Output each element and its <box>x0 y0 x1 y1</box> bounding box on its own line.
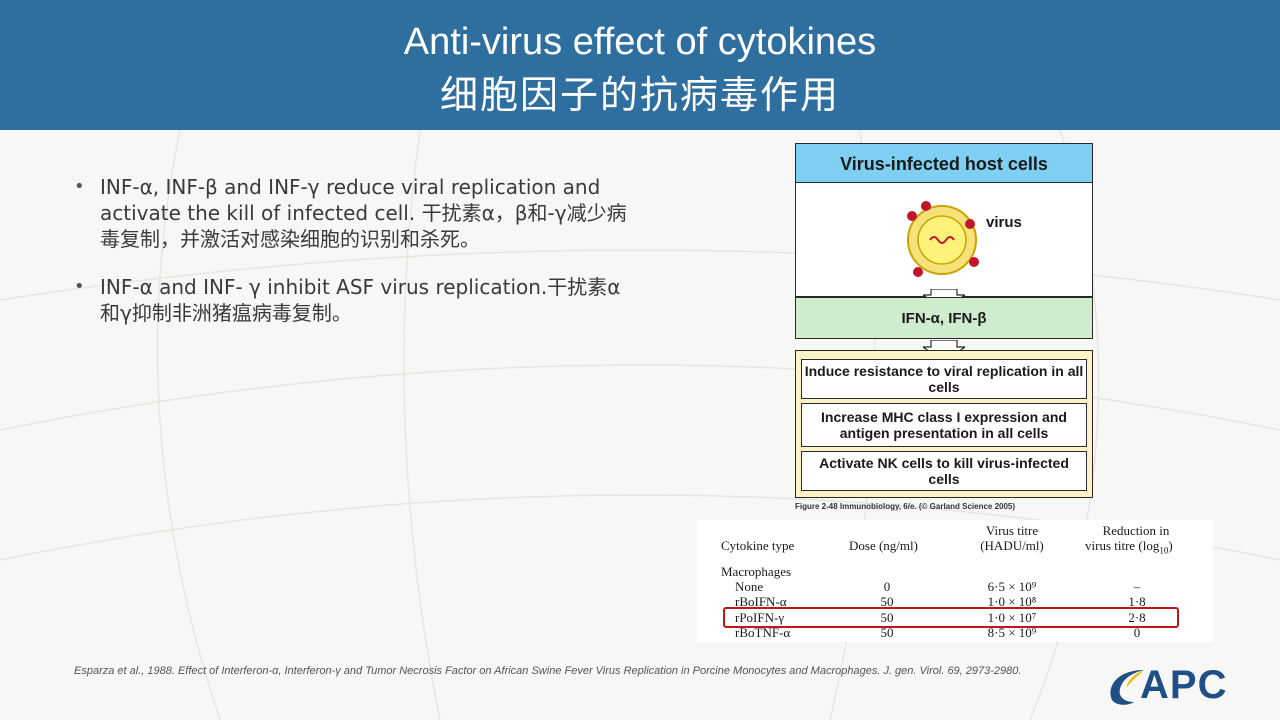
table-header-reduction-unit: virus titre (log10) <box>1085 538 1173 556</box>
table-cell-cytokine: rPoIFN-γ <box>735 610 785 625</box>
bullet-item: • INF-α, INF-β and INF-γ reduce viral re… <box>72 174 632 252</box>
bullet-dot-icon: • <box>74 276 85 297</box>
table-cell-reduction: 1·8 <box>1128 594 1146 609</box>
bullet-text: INF-α, INF-β and INF-γ reduce viral repl… <box>100 175 627 251</box>
effects-panel: Induce resistance to viral replication i… <box>795 350 1093 498</box>
logo-text: APC <box>1140 663 1228 707</box>
figure-caption: Figure 2-48 Immunobiology, 6/e. (© Garla… <box>795 502 1016 511</box>
title-english: Anti-virus effect of cytokines <box>403 21 877 63</box>
table-cell-dose: 50 <box>880 625 894 640</box>
table-cell-dose: 50 <box>880 594 894 609</box>
table-cell-cytokine: rBoIFN-α <box>735 594 787 609</box>
table-cell-cytokine: None <box>735 579 764 594</box>
table-cell-reduction: 0 <box>1133 625 1141 640</box>
highlighted-row-outline <box>723 607 1179 628</box>
apc-logo: APC <box>1104 662 1264 708</box>
title-chinese: 细胞因子的抗病毒作用 <box>439 73 840 117</box>
bullet-dot-icon: • <box>74 176 85 197</box>
logo-swoosh-icon <box>1110 670 1144 705</box>
slide-header: Anti-virus effect of cytokines 细胞因子的抗病毒作… <box>0 0 1280 130</box>
bullet-text: INF-α and INF- γ inhibit ASF virus repli… <box>100 275 621 325</box>
table-header-reduction: Reduction in <box>1102 523 1170 538</box>
bullet-list: • INF-α, INF-β and INF-γ reduce viral re… <box>72 174 632 348</box>
effect-box: Activate NK cells to kill virus-infected… <box>801 451 1087 491</box>
infected-cell-panel: Virus-infected host cells virus <box>795 143 1093 297</box>
citation: Esparza et al., 1988. Effect of Interfer… <box>74 665 1022 677</box>
table-cell-titre: 1·0 × 10⁸ <box>987 594 1037 609</box>
results-table: Cytokine type Dose (ng/ml) Virus titre (… <box>697 520 1213 642</box>
table-cell-cytokine: rBoTNF-α <box>735 625 791 640</box>
infected-cell-icon <box>907 201 979 277</box>
table-header-titre-unit: (HADU/ml) <box>980 538 1044 553</box>
table-group-label: Macrophages <box>721 564 792 579</box>
interferon-diagram: Virus-infected host cells virus IFN-α, I… <box>795 143 1093 498</box>
bullet-item: • INF-α and INF- γ inhibit ASF virus rep… <box>72 274 632 326</box>
effect-box: Increase MHC class I expression and anti… <box>801 403 1087 447</box>
table-cell-titre: 1·0 × 10⁷ <box>987 610 1037 625</box>
virus-label: virus <box>986 214 1022 231</box>
ifn-box: IFN-α, IFN-β <box>795 297 1093 339</box>
effect-box: Induce resistance to viral replication i… <box>801 359 1087 399</box>
table-cell-titre: 8·5 × 10⁹ <box>987 625 1037 640</box>
table-header-titre: Virus titre <box>985 523 1039 538</box>
table-cell-reduction: 2·8 <box>1128 610 1146 625</box>
table-cell-dose: 50 <box>880 610 894 625</box>
table-header-cytokine: Cytokine type <box>721 538 795 553</box>
infected-cell-title: Virus-infected host cells <box>796 144 1092 183</box>
table-cell-reduction: – <box>1133 579 1141 594</box>
table-cell-titre: 6·5 × 10⁹ <box>987 579 1037 594</box>
table-header-dose: Dose (ng/ml) <box>849 538 918 553</box>
table-cell-dose: 0 <box>883 579 891 594</box>
